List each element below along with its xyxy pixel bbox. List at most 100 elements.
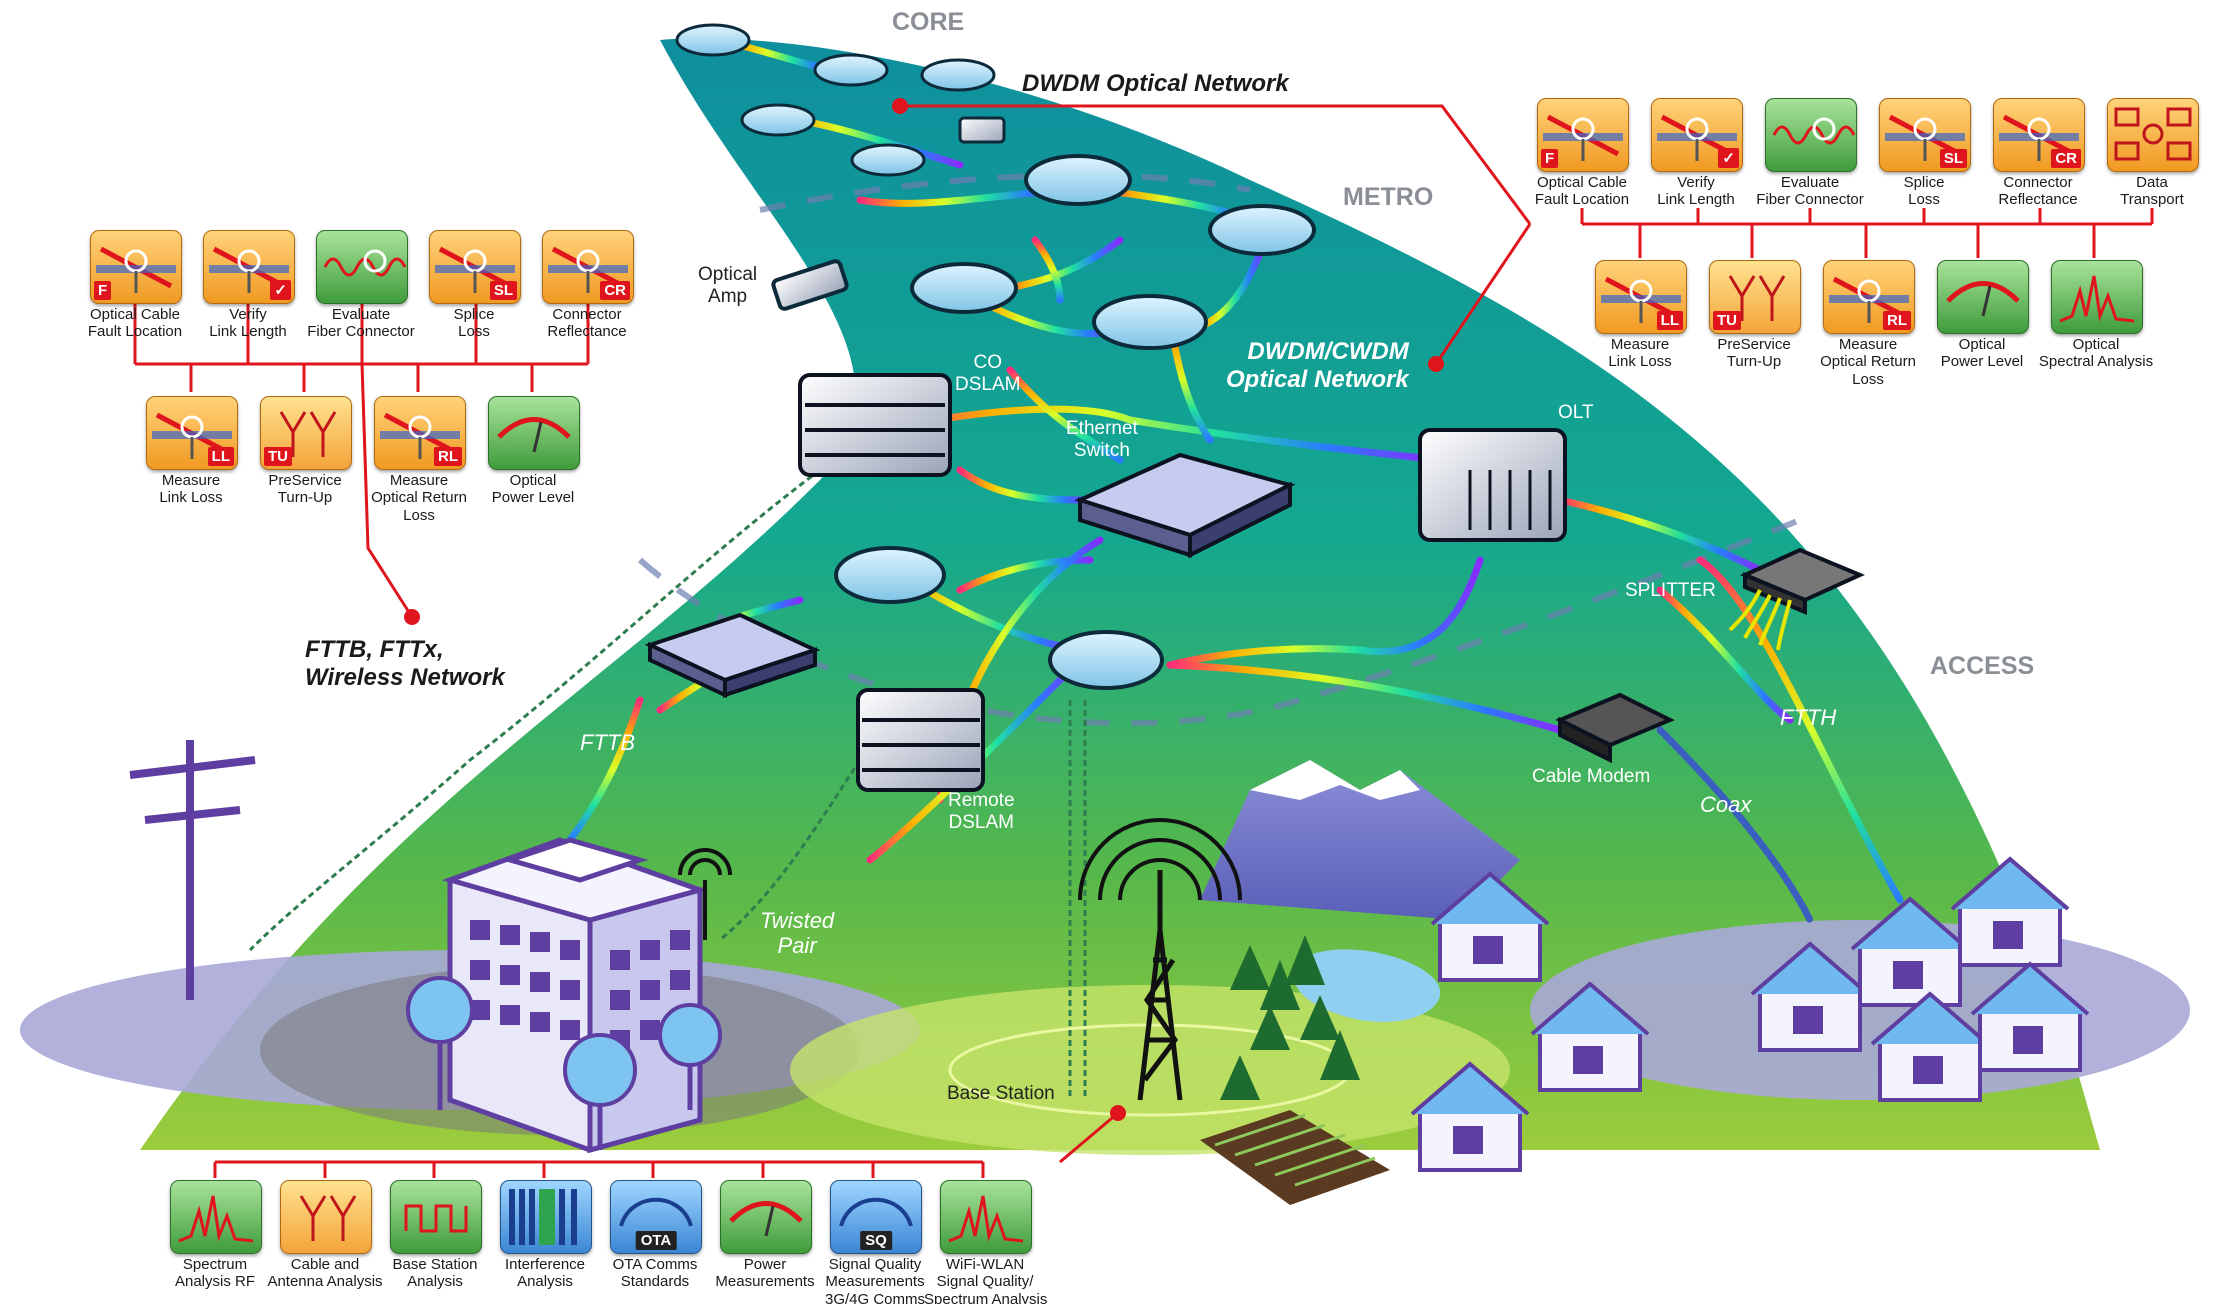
remote-dslam-label: Remote DSLAM (948, 790, 1015, 833)
tool-label: Splice Loss (453, 306, 495, 341)
tool-label: WiFi-WLAN Signal Quality/ Spectrum Analy… (924, 1256, 1048, 1304)
data-transport-icon (2107, 98, 2199, 172)
tool-label: Measure Link Loss (159, 472, 223, 507)
twisted-pair-label: Twisted Pair (760, 908, 835, 959)
tool-label: Verify Link Length (209, 306, 287, 341)
tool-label: Interference Analysis (504, 1256, 586, 1291)
optical-amp-label: Optical Amp (698, 264, 758, 307)
tool-label: Evaluate Fiber Connector (1756, 174, 1864, 209)
tool-badge: ✓ (1718, 148, 1739, 168)
tool-label: Measure Optical Return Loss (371, 472, 467, 524)
spectrum-rf-icon (170, 1180, 262, 1254)
house (1870, 991, 1990, 1102)
tool-badge: OTA (635, 1231, 677, 1250)
spectral-analysis-icon (2051, 260, 2143, 334)
power-meter-icon (720, 1180, 812, 1254)
tool-label: Measure Link Loss (1608, 336, 1672, 371)
tool-label: Optical Cable Fault Location (87, 306, 183, 341)
tool-label: Cable and Antenna Analysis (267, 1256, 383, 1291)
fault-location-icon: F (1537, 98, 1629, 172)
tool-label: PreService Turn-Up (268, 472, 342, 507)
dwdm-network-label: DWDM Optical Network (1022, 70, 1289, 97)
tool-label: Connector Reflectance (1998, 174, 2078, 209)
splitter-label: SPLITTER (1625, 580, 1716, 601)
house (1970, 961, 2090, 1072)
tool-label: Data Transport (2120, 174, 2184, 209)
tool-badge: RL (434, 447, 462, 466)
fttb-label: FTTB (580, 730, 635, 755)
tool-badge: CR (600, 281, 630, 300)
ethernet-switch-label: Ethernet Switch (1066, 418, 1138, 461)
reflectance-icon: CR (542, 230, 634, 304)
splice-loss-icon: SL (429, 230, 521, 304)
ftth-label: FTTH (1780, 705, 1837, 730)
tool-badge: F (94, 281, 112, 300)
house (1530, 981, 1650, 1092)
wifi-wlan-icon (940, 1180, 1032, 1254)
co-dslam-label: CO DSLAM (955, 352, 1021, 395)
return-loss-icon: RL (1823, 260, 1915, 334)
dwdm-cwdm-network-label: DWDM/CWDM Optical Network (1226, 338, 1409, 393)
coax-label: Coax (1700, 792, 1752, 817)
signal-quality-icon: SQ (830, 1180, 922, 1254)
tool-badge: CR (2051, 149, 2081, 168)
link-loss-icon: LL (1595, 260, 1687, 334)
antenna-icon (280, 1180, 372, 1254)
tool-label: OTA Comms Standards (612, 1256, 698, 1291)
tool-badge: TU (264, 447, 292, 466)
ota-icon: OTA (610, 1180, 702, 1254)
zone-access-label: ACCESS (1930, 652, 2035, 680)
turn-up-icon: TU (260, 396, 352, 470)
fiber-connector-icon (1765, 98, 1857, 172)
house (1430, 871, 1550, 982)
tool-badge: RL (1883, 311, 1911, 330)
tool-label: PreService Turn-Up (1717, 336, 1791, 371)
link-length-icon: ✓ (1651, 98, 1743, 172)
cable-modem-label: Cable Modem (1532, 766, 1651, 787)
tool-label: Optical Power Level (1940, 336, 2024, 371)
tool-label: Verify Link Length (1657, 174, 1735, 209)
house (1850, 896, 1970, 1007)
olt-label: OLT (1558, 402, 1594, 423)
link-loss-icon: LL (146, 396, 238, 470)
tool-label: Measure Optical Return Loss (1820, 336, 1916, 388)
power-level-icon (1937, 260, 2029, 334)
tool-badge: LL (1656, 311, 1683, 330)
tool-label: Connector Reflectance (547, 306, 627, 341)
splice-loss-icon: SL (1879, 98, 1971, 172)
base-station-label: Base Station (947, 1083, 1055, 1104)
tool-label: Optical Cable Fault Location (1534, 174, 1630, 209)
fiber-connector-icon (316, 230, 408, 304)
tool-label: Signal Quality Measurements 3G/4G Comms (824, 1256, 926, 1304)
tool-label: Spectrum Analysis RF (174, 1256, 256, 1291)
tool-label: Base Station Analysis (392, 1256, 478, 1291)
tool-badge: ✓ (270, 280, 291, 300)
tool-label: Optical Power Level (491, 472, 575, 507)
tool-label: Optical Spectral Analysis (2038, 336, 2154, 371)
fault-location-icon: F (90, 230, 182, 304)
link-length-icon: ✓ (203, 230, 295, 304)
fttb-fttx-network-label: FTTB, FTTx, Wireless Network (305, 636, 505, 691)
zone-core-label: CORE (892, 8, 965, 36)
turn-up-icon: TU (1709, 260, 1801, 334)
tool-badge: LL (207, 447, 234, 466)
tool-badge: SL (489, 281, 517, 300)
tool-label: Splice Loss (1903, 174, 1945, 209)
reflectance-icon: CR (1993, 98, 2085, 172)
house (1950, 856, 2070, 967)
tool-badge: TU (1713, 311, 1741, 330)
zone-metro-label: METRO (1343, 183, 1434, 211)
base-station-analysis-icon (390, 1180, 482, 1254)
tool-label: Power Measurements (715, 1256, 815, 1291)
tool-badge: F (1541, 149, 1559, 168)
power-level-icon (488, 396, 580, 470)
tool-label: Evaluate Fiber Connector (307, 306, 415, 341)
house (1750, 941, 1870, 1052)
return-loss-icon: RL (374, 396, 466, 470)
tool-badge: SQ (860, 1231, 892, 1250)
tool-badge: SL (1939, 149, 1967, 168)
interference-icon (500, 1180, 592, 1254)
house (1410, 1061, 1530, 1172)
